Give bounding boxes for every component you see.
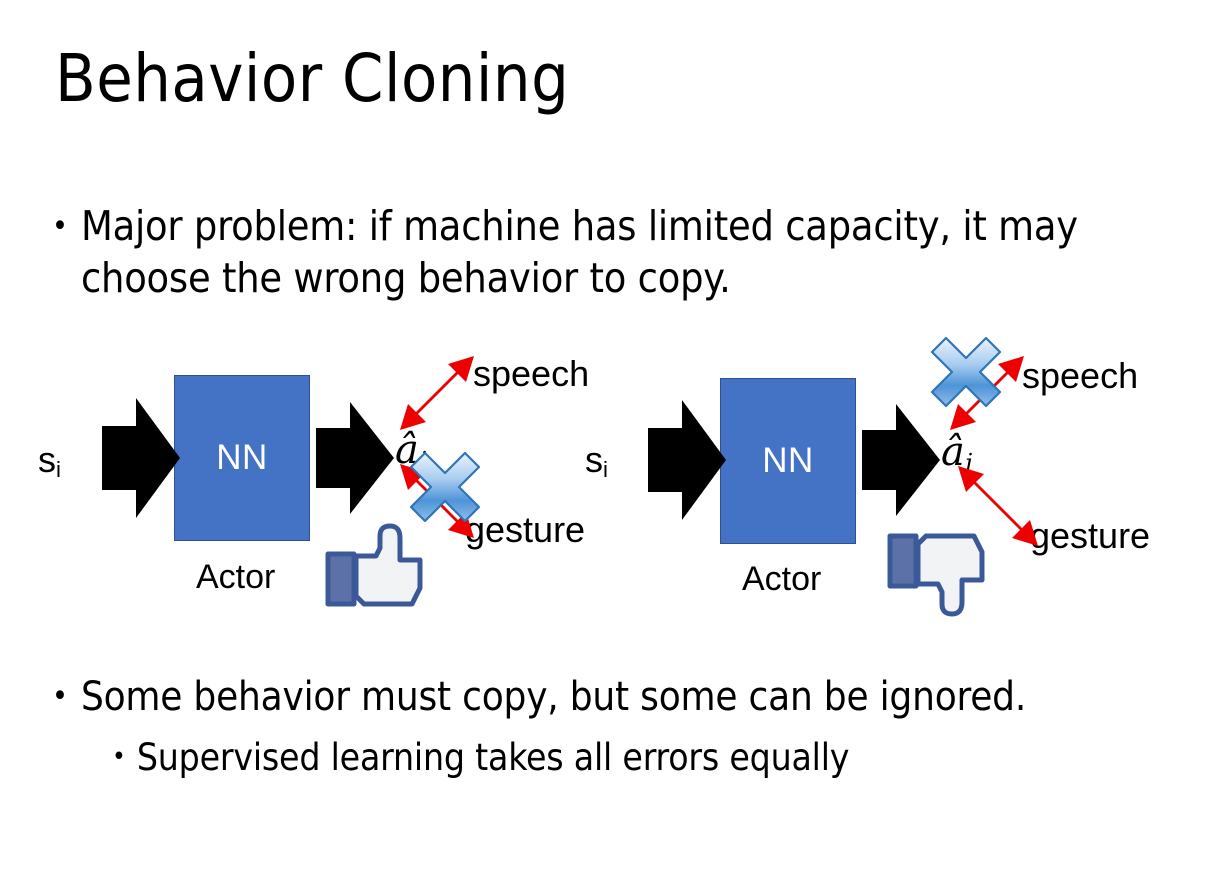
thumbs-up-icon [325, 523, 423, 607]
bullet-item-supervised-learning: • Supervised learning takes all errors e… [112, 735, 1172, 781]
diagram-right-bad-case: si NN Actor âi speech gesture [570, 336, 1170, 640]
blue-cross-gesture-left [409, 451, 481, 523]
state-label-right: si [585, 439, 608, 482]
page-title: Behavior Cloning [55, 40, 570, 117]
bullet-marker-icon: • [52, 679, 68, 714]
block-arrow-input-right [648, 400, 726, 520]
bullet-marker-icon: • [112, 742, 126, 772]
diagram-right-graphics [648, 336, 1038, 617]
state-label-left: si [38, 439, 61, 482]
block-arrow-output-right [862, 404, 940, 516]
bullet-item-some-behavior: • Some behavior must copy, but some can … [52, 672, 1172, 722]
nn-box-left: NN [174, 375, 310, 541]
block-arrow-output-left [316, 402, 394, 514]
red-arrow-gesture-right [958, 466, 1038, 546]
bullet-marker-icon: • [52, 209, 68, 244]
branch-label-speech-right: speech [1022, 355, 1139, 396]
block-arrow-input-left [102, 398, 180, 518]
blue-cross-speech-right [930, 336, 1002, 408]
red-arrow-speech-left [400, 356, 474, 430]
diagram-left-graphics [102, 356, 481, 607]
nn-box-label: NN [216, 437, 268, 477]
thumbs-down-icon [887, 533, 985, 617]
nn-box-right: NN [720, 378, 856, 544]
nn-box-label: NN [762, 440, 814, 480]
bullet-text: Major problem: if machine has limited ca… [80, 202, 1078, 303]
branch-label-speech-left: speech [473, 353, 590, 394]
actor-caption-right: Actor [742, 560, 822, 598]
bullet-item-major-problem: • Major problem: if machine has limited … [52, 200, 1162, 305]
bullet-text: Supervised learning takes all errors equ… [136, 736, 850, 779]
actor-caption-left: Actor [196, 558, 276, 596]
branch-label-gesture-right: gesture [1030, 515, 1151, 556]
bullet-text: Some behavior must copy, but some can be… [80, 674, 1027, 720]
branch-label-gesture-left: gesture [465, 509, 586, 550]
diagram-left-good-case: si NN Actor âi speech gesture [8, 340, 608, 640]
action-label-right: âi [941, 429, 974, 477]
